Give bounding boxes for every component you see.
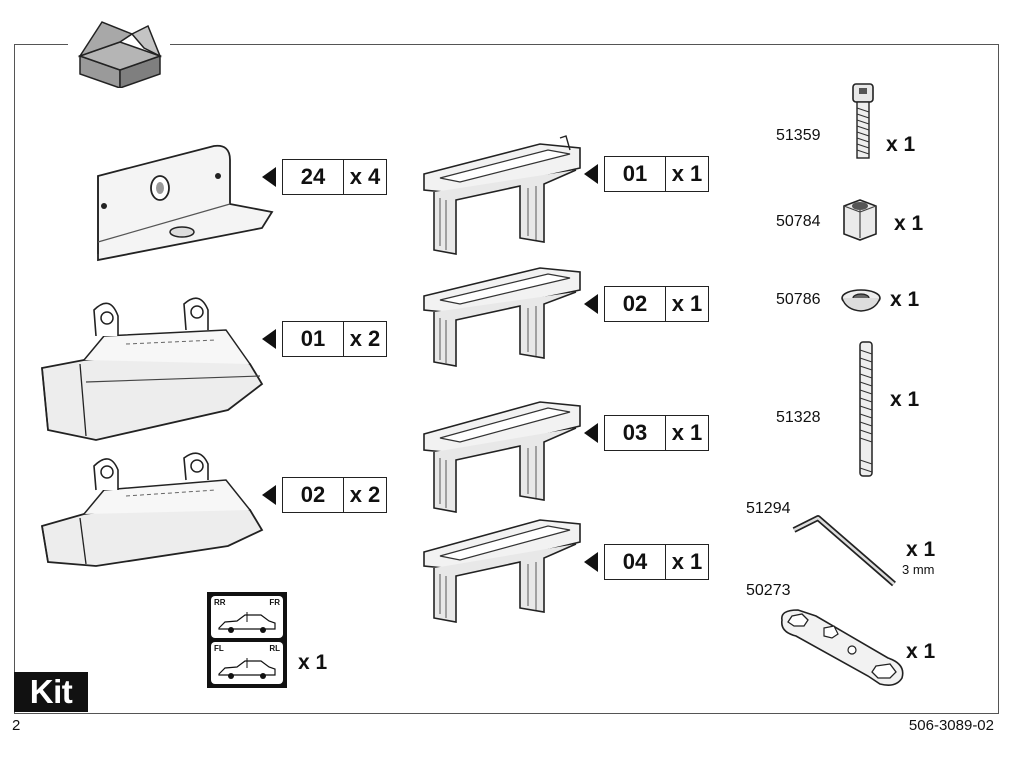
- pointer-arrow-icon: [262, 485, 276, 505]
- car-icon: [218, 658, 276, 679]
- allen-key-size-note: 3 mm: [902, 562, 935, 577]
- position-sticker: RR FR FL RL: [207, 592, 287, 688]
- bracket-part-24: [97, 144, 274, 262]
- page-number: 2: [12, 717, 21, 734]
- document-number: 506-3089-02: [908, 717, 994, 734]
- pointer-arrow-icon: [584, 294, 598, 314]
- part-quantity: x 1: [671, 161, 703, 186]
- part-quantity: x 1: [671, 291, 703, 316]
- part-quantity: x 2: [349, 482, 381, 507]
- part-code: 01: [605, 157, 666, 191]
- part-number-51294: 51294: [746, 500, 791, 517]
- kit-label: Kit: [14, 672, 88, 712]
- page-frame: [14, 44, 999, 714]
- pad-part-03: [423, 401, 581, 513]
- part-quantity: x 4: [349, 164, 381, 189]
- part-code: 04: [605, 545, 666, 579]
- part-code: 02: [605, 287, 666, 321]
- pad-part-01: [423, 135, 581, 255]
- pointer-arrow-icon: [584, 164, 598, 184]
- car-icon: [218, 612, 276, 633]
- bolt-icon: [852, 83, 874, 159]
- part-code: 01: [283, 322, 344, 356]
- quantity-50273: x 1: [906, 640, 936, 663]
- quantity-51328: x 1: [890, 388, 920, 411]
- part-quantity: x 2: [349, 326, 381, 351]
- part-number-50786: 50786: [776, 291, 821, 308]
- quantity-50786: x 1: [890, 288, 920, 311]
- allen-key-icon: [792, 515, 896, 587]
- part-code: 02: [283, 478, 344, 512]
- pad-part-02: [423, 267, 581, 367]
- part-code: 03: [605, 416, 666, 450]
- sticker-rl-label: RL: [269, 644, 280, 653]
- box-icon: [77, 21, 163, 88]
- quantity-50784: x 1: [894, 212, 924, 235]
- part-code: 24: [283, 160, 344, 194]
- part-quantity: x 1: [671, 420, 703, 445]
- quantity-51359: x 1: [886, 133, 916, 156]
- foot-part-01: [41, 297, 264, 441]
- sticker-panel-front-rear: FL RL: [211, 642, 283, 684]
- washer-icon: [841, 289, 881, 312]
- pad-part-04: [423, 519, 581, 623]
- part-quantity: x 1: [671, 549, 703, 574]
- quantity-51294: x 1: [906, 538, 936, 561]
- sticker-rr-label: RR: [214, 598, 226, 607]
- part-number-50784: 50784: [776, 213, 821, 230]
- pointer-arrow-icon: [584, 552, 598, 572]
- threaded-rod-icon: [859, 341, 873, 477]
- nut-icon: [843, 199, 877, 241]
- foot-part-02: [40, 452, 264, 567]
- sticker-quantity: x 1: [298, 651, 328, 674]
- part-number-50273: 50273: [746, 582, 791, 599]
- wrench-icon: [780, 609, 904, 686]
- part-number-51328: 51328: [776, 409, 821, 426]
- pointer-arrow-icon: [262, 167, 276, 187]
- sticker-fr-label: FR: [269, 598, 280, 607]
- pointer-arrow-icon: [262, 329, 276, 349]
- pointer-arrow-icon: [584, 423, 598, 443]
- sticker-fl-label: FL: [214, 644, 224, 653]
- sticker-panel-rear-front: RR FR: [211, 596, 283, 638]
- part-number-51359: 51359: [776, 127, 821, 144]
